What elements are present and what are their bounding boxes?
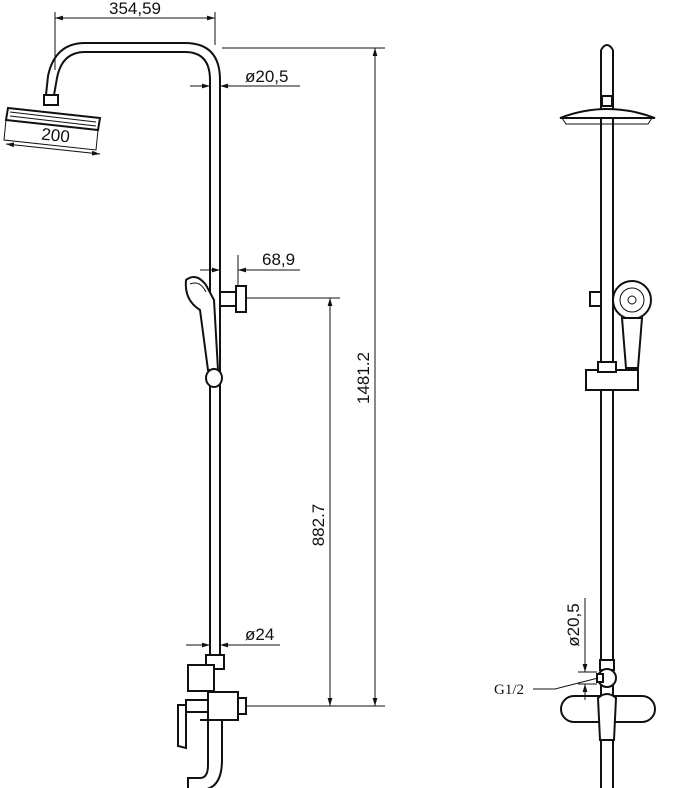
front-view: ø20,5 G1/2	[494, 44, 656, 788]
total-height-label: 1481.2	[354, 352, 373, 404]
hand-shower-offset-dimension: 68,9	[200, 250, 300, 290]
arm-length-label: 354,59	[109, 0, 161, 18]
pipe-diameter-top-dimension: ø20,5	[190, 67, 300, 89]
head-diameter-label: 200	[40, 125, 70, 147]
arm-length-dimension: 354,59	[54, 0, 216, 70]
thread-callout: G1/2	[494, 677, 599, 698]
side-view: 354,59 200 ø20,5 1481.2 68,9	[3, 0, 385, 788]
thread-label: G1/2	[494, 682, 524, 698]
front-holder	[585, 361, 639, 391]
front-shower-head	[559, 95, 656, 125]
shower-arm	[45, 42, 221, 96]
pipe-diameter-top-label: ø20,5	[245, 67, 288, 86]
hand-shower	[184, 275, 223, 388]
head-diameter-dimension: 200	[5, 125, 101, 156]
slider-height-label: 882.7	[309, 504, 328, 547]
total-height-dimension: 1481.2	[222, 47, 385, 707]
front-mixer	[560, 659, 656, 741]
side-pipe-diameter-label: ø20,5	[564, 603, 583, 646]
pipe-diameter-bottom-dimension: ø24	[186, 625, 280, 648]
pipe-diameter-bottom-label: ø24	[245, 625, 274, 644]
front-hand-shower	[589, 280, 652, 369]
side-pipe-diameter-dimension: ø20,5	[564, 598, 597, 700]
hand-shower-offset-label: 68,9	[262, 250, 295, 269]
mixer-valve	[177, 654, 247, 788]
slider-height-dimension: 882.7	[309, 298, 333, 706]
hand-shower-holder	[219, 285, 340, 313]
